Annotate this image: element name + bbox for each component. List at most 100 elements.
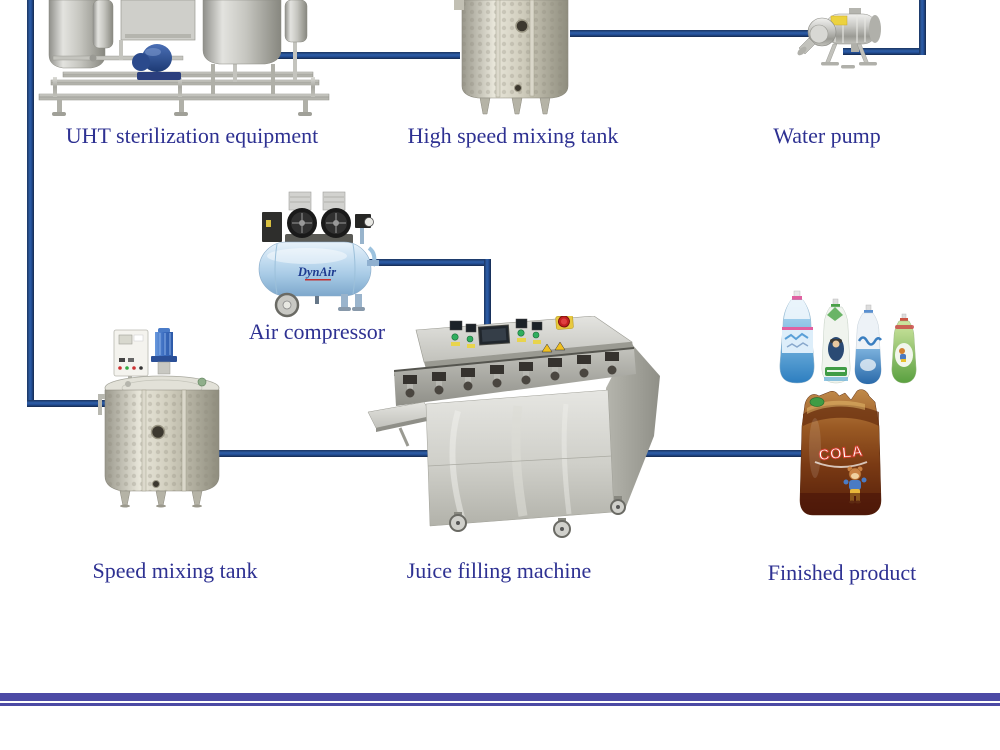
finished-product-pouches-image <box>775 289 925 386</box>
filling-head <box>490 365 504 388</box>
pump-head <box>797 17 837 56</box>
compressor-brand-text: DynAir <box>297 265 336 279</box>
tank-port <box>150 424 166 488</box>
pipe-compressor-down-to-filler <box>484 259 491 332</box>
footer-divider-thin <box>0 703 1000 706</box>
pipe-into-speed-mixing-tank <box>27 400 120 407</box>
uht-pump <box>132 44 181 80</box>
bottle-pouch-blue <box>779 290 815 384</box>
bottle-pouches-illustration <box>779 290 917 385</box>
pump-label-plate <box>830 15 848 26</box>
juice-filling-machine-illustration <box>367 316 660 538</box>
high-speed-mixing-tank-illustration <box>454 0 569 115</box>
counter-display <box>449 320 463 331</box>
air-compressor-illustration: DynAir <box>258 191 379 318</box>
uht-left-tank <box>48 0 114 69</box>
tank-body <box>454 0 569 99</box>
caster-wheel <box>553 518 571 538</box>
compressor-feet <box>315 294 365 311</box>
uht-right-tank <box>202 0 308 94</box>
water-pump-image <box>795 6 891 78</box>
cola-pouch-base <box>800 493 881 515</box>
bottle-pouch-green <box>891 313 917 384</box>
compressor-pressure-switch <box>355 214 374 244</box>
high-speed-mixing-tank-image <box>452 0 578 117</box>
tank-port <box>514 19 529 92</box>
touchscreen <box>477 324 511 346</box>
filling-head <box>403 375 417 398</box>
footer-divider-thick <box>0 693 1000 701</box>
pump-motor <box>824 8 881 45</box>
filling-head <box>605 352 619 375</box>
speed-mixing-tank-illustration <box>98 328 220 508</box>
compressor-control-box <box>262 212 282 242</box>
pipe-left-vertical <box>27 0 34 407</box>
green-button <box>532 331 540 339</box>
uht-label: UHT sterilization equipment <box>65 123 319 148</box>
speed-mixing-tank-image <box>98 328 226 508</box>
pouch-gloss <box>809 418 821 478</box>
tank-body <box>98 389 220 492</box>
compressor-motor-left <box>287 191 317 238</box>
button-label <box>533 340 541 344</box>
machine-cabinet <box>425 389 615 527</box>
filling-head <box>548 358 562 381</box>
uht-equipment-illustration <box>38 0 330 116</box>
emergency-stop-button <box>555 316 574 330</box>
button-label <box>517 338 526 342</box>
filling-head <box>519 362 533 385</box>
cola-splash-graphic <box>803 404 879 426</box>
bottle-pouch-white-blue <box>854 304 882 385</box>
uht-equipment-image <box>33 0 335 120</box>
pipe-uht-to-high-speed-tank <box>250 52 460 59</box>
counter-display <box>515 318 528 329</box>
filling-head <box>461 368 475 391</box>
cola-swoosh <box>814 461 868 468</box>
button-label <box>451 342 460 346</box>
warning-triangle-icon <box>541 343 553 353</box>
pipe-right-vertical <box>919 0 926 55</box>
finished-product-label: Finished product <box>767 560 917 585</box>
pump-base <box>821 43 877 69</box>
uht-frame <box>38 71 330 116</box>
filling-head <box>577 355 591 378</box>
air-compressor-label: Air compressor <box>248 319 386 344</box>
counter-display <box>465 323 477 333</box>
warning-triangle-icon <box>554 341 566 351</box>
green-button <box>517 329 525 337</box>
caster-wheel <box>610 496 626 515</box>
pipe-compressor-outlet <box>368 259 491 266</box>
machine-tray <box>367 401 433 447</box>
filling-head <box>432 372 446 395</box>
compressor-tank <box>258 241 379 297</box>
tank-legs <box>479 97 551 115</box>
cola-pouch-illustration: COLA <box>799 389 882 516</box>
water-pump-label: Water pump <box>773 123 881 148</box>
green-button <box>451 333 459 341</box>
pouch-logo-badge <box>809 397 825 407</box>
pipe-high-speed-tank-to-pump <box>570 30 810 37</box>
compressor-motor-right <box>321 191 351 238</box>
filling-heads-row <box>394 347 636 406</box>
compressor-brand-underline <box>305 279 331 281</box>
high-speed-mixing-tank-label: High speed mixing tank <box>407 123 619 148</box>
tank-agitator-motor <box>151 328 177 375</box>
bottle-pouch-green-white <box>821 298 851 384</box>
air-compressor-image: DynAir <box>257 186 379 318</box>
compressor-wheel <box>274 292 300 318</box>
juice-filling-machine-label: Juice filling machine <box>406 558 592 583</box>
tank-legs <box>119 490 203 508</box>
uht-control-panel <box>120 0 196 41</box>
juice-filling-machine-image <box>366 316 664 538</box>
green-button <box>466 335 474 343</box>
water-pump-illustration <box>797 8 881 69</box>
uht-piping <box>52 40 297 82</box>
caster-wheel <box>449 512 467 532</box>
cola-pouch-text: COLA <box>818 443 864 465</box>
pipe-pump-outlet <box>843 48 926 55</box>
counter-display <box>531 321 543 331</box>
speed-mixing-tank-label: Speed mixing tank <box>92 558 258 583</box>
machine-side-panel <box>606 342 660 512</box>
button-label <box>467 344 475 348</box>
